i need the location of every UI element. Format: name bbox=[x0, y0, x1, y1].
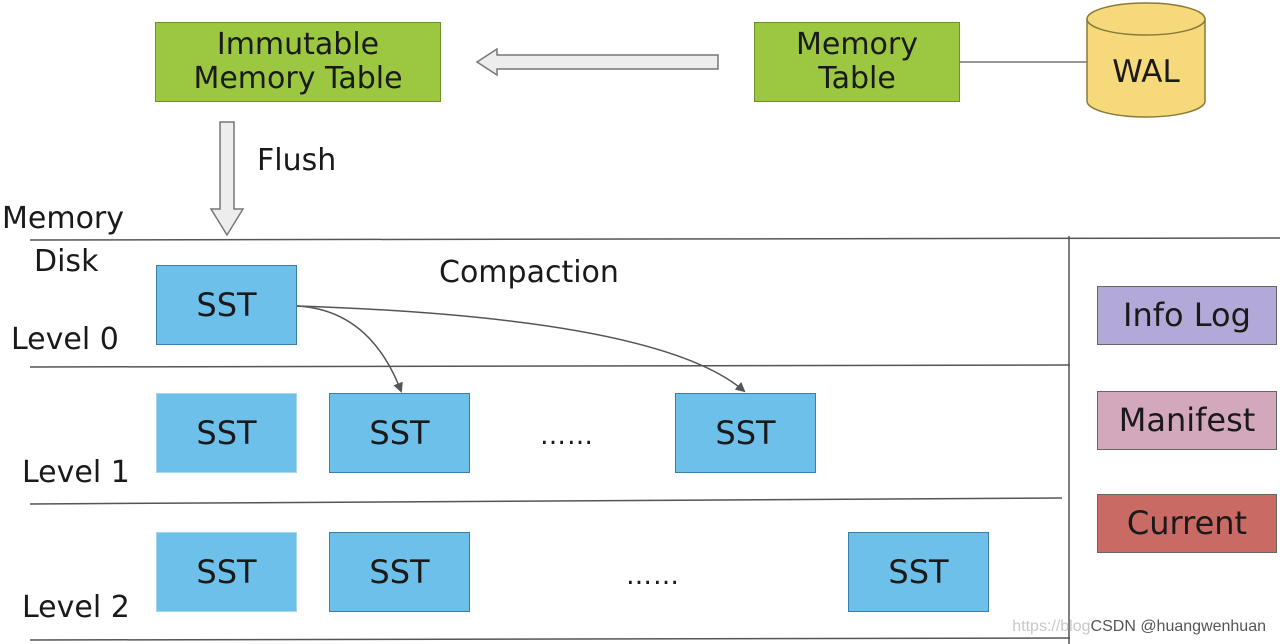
level-2-divider bbox=[29, 637, 1071, 641]
disk-label: Disk bbox=[34, 244, 99, 279]
level-0-divider bbox=[29, 364, 1071, 368]
watermark: https://blogCSDN @huangwenhuan bbox=[1012, 618, 1266, 636]
memory-label: Memory bbox=[2, 201, 125, 236]
manifest-box: Manifest bbox=[1097, 391, 1277, 450]
memory-disk-line bbox=[29, 237, 1280, 241]
sst-file: SST bbox=[156, 265, 297, 345]
level-1-divider bbox=[29, 497, 1063, 505]
level-1-label: Level 1 bbox=[22, 455, 130, 490]
flush-label: Flush bbox=[257, 143, 337, 178]
info-log-box: Info Log bbox=[1097, 286, 1277, 345]
sst-file: SST bbox=[848, 532, 989, 612]
sst-file: SST bbox=[156, 532, 297, 612]
compaction-arrow-1 bbox=[296, 305, 403, 393]
memory-table-label: Memory Table bbox=[795, 26, 918, 96]
immutable-memory-table: Immutable Memory Table bbox=[155, 22, 441, 102]
wal-cylinder bbox=[1086, 2, 1206, 118]
immutable-memory-table-label: Immutable Memory Table bbox=[193, 26, 403, 96]
current-box: Current bbox=[1097, 494, 1277, 553]
memory-table: Memory Table bbox=[754, 22, 960, 102]
sst-file: SST bbox=[329, 532, 470, 612]
wal-label: WAL bbox=[1112, 54, 1180, 91]
compaction-arrow-2 bbox=[296, 305, 746, 393]
watermark-author: CSDN @huangwenhuan bbox=[1090, 618, 1266, 635]
sst-file: SST bbox=[329, 393, 470, 473]
compaction-label: Compaction bbox=[439, 255, 619, 290]
sst-file: SST bbox=[675, 393, 816, 473]
level-2-ellipsis: …… bbox=[626, 561, 680, 591]
level-2-label: Level 2 bbox=[22, 590, 130, 625]
sst-file: SST bbox=[156, 393, 297, 473]
level-1-ellipsis: …… bbox=[540, 421, 594, 451]
rotate-arrow bbox=[475, 47, 719, 77]
watermark-url: https://blog bbox=[1012, 618, 1091, 635]
flush-arrow bbox=[209, 121, 245, 237]
level-0-label: Level 0 bbox=[11, 322, 119, 357]
